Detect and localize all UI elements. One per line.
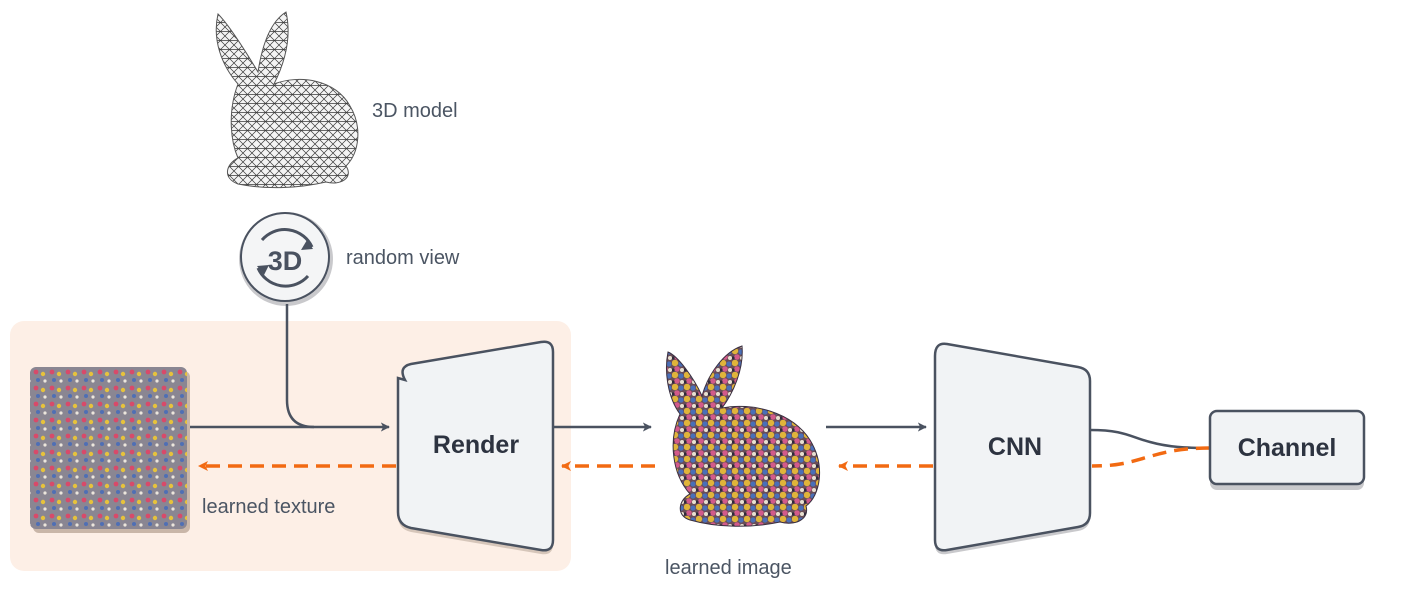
cnn-to-channel-connector	[1089, 428, 1211, 450]
image-label: learned image	[665, 557, 792, 579]
texture-label: learned texture	[202, 496, 336, 518]
rotate-3d-icon	[239, 212, 333, 306]
bunny-mesh-icon	[215, 11, 359, 189]
render-box: Render	[396, 340, 555, 555]
model-label: 3D model	[372, 100, 458, 122]
channel-box: Channel	[1208, 409, 1366, 490]
render-label: Render	[433, 431, 519, 459]
channel-label: Channel	[1238, 434, 1337, 462]
textured-bunny-icon	[666, 345, 821, 527]
cnn-label: CNN	[988, 433, 1042, 461]
cnn-box: CNN	[933, 342, 1092, 555]
view-badge-text: 3D	[268, 246, 303, 276]
texture-image	[30, 367, 190, 533]
view-label: random view	[346, 247, 460, 269]
grad-channel-to-cnn	[1091, 446, 1211, 468]
